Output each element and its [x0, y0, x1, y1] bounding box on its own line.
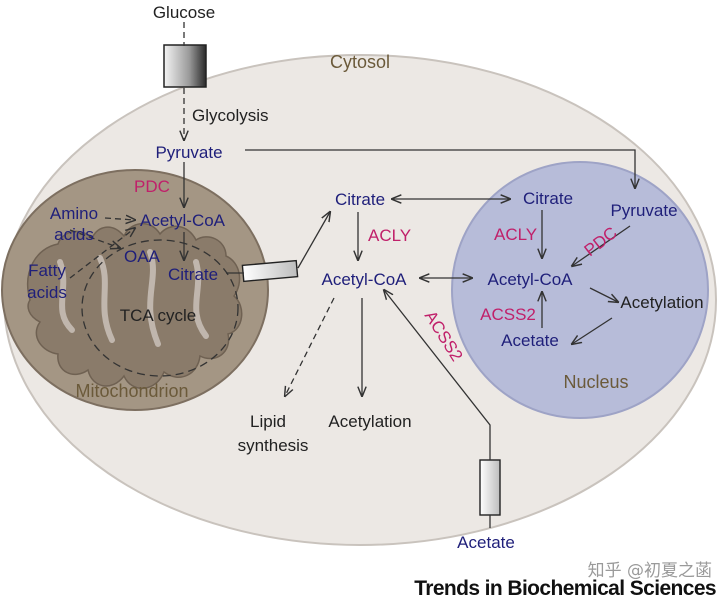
nucleus — [451, 161, 709, 419]
glucose-label: Glucose — [153, 3, 215, 22]
mitochondrion-label: Mitochondrion — [75, 381, 188, 401]
fatty-acids-label-2: acids — [27, 283, 67, 302]
acetylation-to-acetate-nuc — [572, 317, 613, 344]
tca-cycle-loop — [81, 239, 239, 377]
pyruvate-nuc-label: Pyruvate — [610, 201, 677, 220]
citrate-nuc-label: Citrate — [523, 189, 573, 208]
citrate-mito-label: Citrate — [168, 265, 218, 284]
aminoacids-oaa-arrow — [69, 229, 120, 248]
acetylcoa-to-acetylation-nuc — [589, 287, 618, 302]
pyruvate-to-nucleus-arrow — [245, 149, 635, 188]
pdc-mito-label: PDC — [134, 177, 170, 196]
glycolysis-label: Glycolysis — [192, 106, 269, 125]
acetate-nuc-label: Acetate — [501, 331, 559, 350]
acetylation-cyto-label: Acetylation — [328, 412, 411, 431]
nucleus-label: Nucleus — [563, 372, 628, 392]
acly-nuc-label: ACLY — [494, 225, 537, 244]
lipid-synthesis-arrow — [285, 297, 335, 396]
watermark-text: 知乎 @初夏之菡 — [588, 561, 712, 581]
acetylation-nuc-label: Acetylation — [620, 293, 703, 312]
acetyl-coa-cyto-label: Acetyl-CoA — [321, 270, 407, 289]
acss2-nuc-label: ACSS2 — [480, 305, 536, 324]
mitochondrion-cristae — [27, 223, 243, 390]
lipid-synthesis-label-1: Lipid — [250, 412, 286, 431]
acss2-cyto-arrow — [384, 290, 491, 460]
cytosol-label: Cytosol — [330, 52, 390, 72]
acetate-outside-label: Acetate — [457, 533, 515, 552]
tca-cycle-label: TCA cycle — [120, 306, 197, 325]
acetate-transporter — [479, 459, 501, 516]
citrate-cyto-label: Citrate — [335, 190, 385, 209]
pyruvate-cyto-label: Pyruvate — [155, 143, 222, 162]
pdc-nuc-arrow — [572, 225, 631, 266]
acetyl-coa-nuc-label: Acetyl-CoA — [487, 270, 573, 289]
lipid-synthesis-label-2: synthesis — [238, 436, 309, 455]
aminoacids-arrow — [104, 218, 135, 220]
glucose-transporter — [163, 44, 207, 88]
amino-acids-label-1: Amino — [50, 204, 98, 223]
mitochondrion-cristae-folds — [57, 249, 209, 347]
journal-title: Trends in Biochemical Sciences — [414, 577, 716, 600]
oaa-label: OAA — [124, 247, 161, 266]
acetyl-coa-mito-label: Acetyl-CoA — [140, 211, 226, 230]
citrate-to-cyto-arrow — [297, 212, 330, 269]
fattyacids-arrow — [69, 228, 135, 279]
fatty-acids-label-1: Fatty — [28, 261, 66, 280]
amino-acids-label-2: acids — [54, 225, 94, 244]
acly-cyto-label: ACLY — [368, 226, 411, 245]
